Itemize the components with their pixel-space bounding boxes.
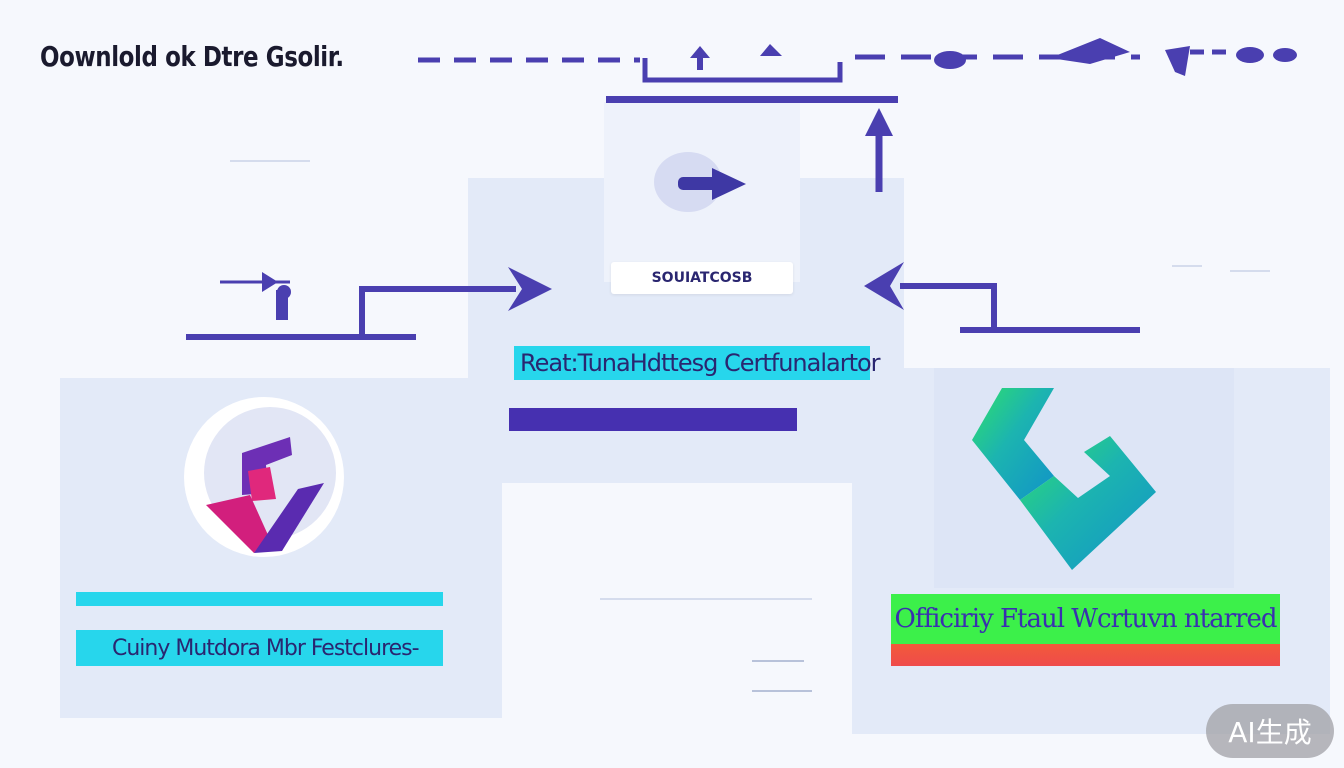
center-node-underline <box>509 408 797 431</box>
right-connector <box>864 262 1140 333</box>
left-node-stripe <box>76 592 443 606</box>
guide-line <box>752 690 812 692</box>
right-node-label: Officiriy Ftaul Wcrtuvn ntarred <box>891 594 1280 644</box>
center-top-connector <box>606 96 898 103</box>
play-arrow-icon <box>654 152 746 212</box>
guide-line <box>1172 265 1202 267</box>
guide-line <box>230 160 310 162</box>
guide-line <box>1230 270 1270 272</box>
ai-generated-badge: AI生成 <box>1206 704 1334 758</box>
guide-line <box>752 660 804 662</box>
teal-link-logo-icon <box>972 388 1156 570</box>
up-arrow-icon <box>865 108 893 192</box>
left-connector <box>186 267 552 340</box>
right-node-red-band <box>891 644 1280 666</box>
center-node-tag: SOUIATCOSB <box>611 262 793 294</box>
top-dashed-connector <box>418 38 1297 83</box>
center-node-label: Reat:TunaHdttesg Certfunalartor <box>514 346 881 380</box>
checkmark-logo-icon <box>184 397 344 557</box>
diagram-title: Oownlold ok Dtre Gsolir. <box>40 40 344 73</box>
left-node-label: Cuiny Mutdora Mbr Festclures- <box>76 630 443 666</box>
guide-line <box>600 598 812 600</box>
